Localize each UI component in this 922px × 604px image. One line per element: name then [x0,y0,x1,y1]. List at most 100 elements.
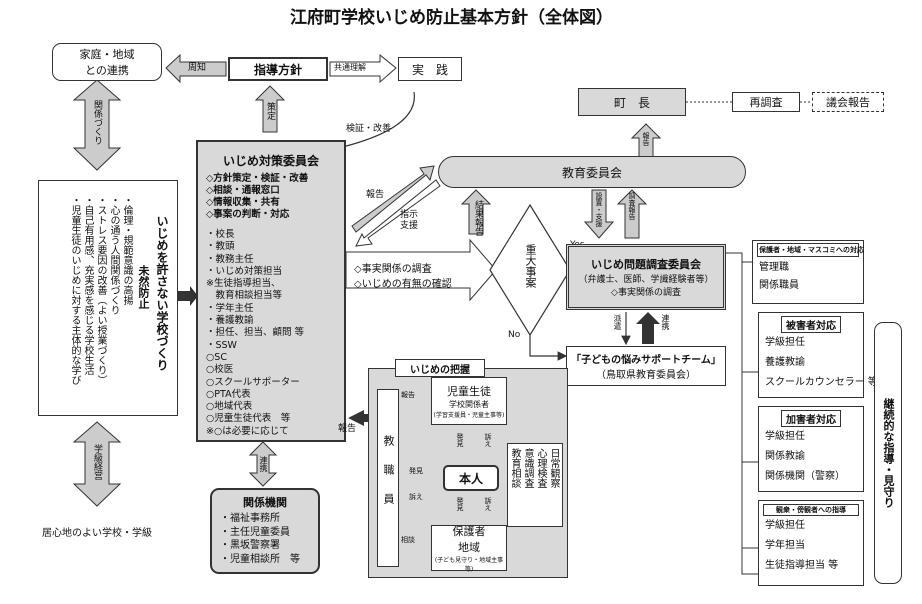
town-head-box: 町 長 [578,88,686,116]
renkei-right-label: 連携 [661,314,670,330]
institution-item: ・黒坂警察署 [220,540,280,551]
observation-method: 教育相談 [509,448,520,488]
institutions-items: ・福祉事務所・主任児童委員・黒坂警察署・児童相談所 等 [220,512,310,566]
jissen-box: 実 践 [398,57,462,81]
arrow-kankei-zukuri [72,79,122,171]
arrow-chosa-hokoku [616,189,648,239]
prevention-heading: いじめを許さない学校づくり [155,215,169,371]
committee-member-item: ・担任、担当、顧問 等 [206,327,305,339]
shido-hoshin-box: 指導方針 [228,57,328,81]
shuchi-label: 周知 [188,63,207,73]
board-of-education-box: 教育委員会 [438,156,746,188]
renkei-label: 連携 [259,456,268,472]
committee-title: いじめ対策委員会 [222,154,319,168]
arrow-gakkyu-keiei [72,421,122,507]
shiji-label: 指示 支援 [400,210,419,231]
detect-hokoku-label: 報告 [401,391,415,399]
students-box: 児童生徒 学校関係者 (学習支援員・児童主事等) [431,377,507,425]
committee-member-item: ○校医 [206,364,234,376]
arrow-shuchi [165,53,227,84]
prevention-sub: 未然防止 [137,265,150,309]
student-self-box: 本人 [443,465,499,491]
committee-member-item: ・いじめ対策担当 [206,265,283,277]
victim-title: 被害者対応 [781,316,841,333]
prevention-items: ・倫理・規範意識の高揚・心の通う人間関係づくり・ストレス要因の改善（よい授業づく… [68,195,133,385]
observation-methods-box: 日常観察心理検査意識調査教育相談 [507,443,563,527]
investigation-sub: （弁護士、医師、学識経験者等） [578,275,714,285]
arrow-hokoku-diag [351,165,435,233]
victim-items: 学級担任養護教諭スクールカウンセラー 等 [765,333,878,393]
committee-duty-item: ◇相談・通報窓口 [206,185,280,196]
bystander-item: 学年担当 [765,540,805,551]
kekka-label: 結果報告 [473,200,483,236]
students-label: 児童生徒 [447,385,491,398]
victim-item: スクールカウンセラー 等 [765,377,878,388]
investigation-title: いじめ問題調査委員会 [591,258,701,271]
haaku-hokoku-label: 報告 [338,424,357,434]
committee-member-item: ・SSW [206,339,237,351]
detection-title: いじめの把握 [395,359,485,377]
continuous-label: 継続的な指導・見守り [882,398,895,508]
method-columns: 日常観察心理検査意識調査教育相談 [508,448,560,488]
arrow-renkei-right [636,312,660,344]
offender-title: 加害者対応 [781,410,841,427]
hakken-label-1: 発見 [456,433,464,447]
community-label: 地域 [458,541,480,554]
institution-item: ・主任児童委員 [220,526,290,538]
committee-member-item: ・教頭 [206,241,235,253]
committee-member-item: 教育相談担当等 [206,290,283,302]
committee-duties: ◇方針策定・検証・改善◇相談・通報窓口◇情報収集・共有◇事案の判断・対応 [206,173,336,221]
investigation-fact: ◇事実関係の調査 [611,288,681,298]
town-hokoku-label: 報告 [642,132,650,146]
fact-check-label: ◇事実関係の調査 [354,264,432,275]
support-team-sub: （鳥取県教育委員会） [596,370,696,381]
committee-members: ・校長・教頭・教務主任・いじめ対策担当※生徒指導担当、 教育相談担当等・学年主任… [206,229,336,438]
committee-member-item: ・学年主任 [206,302,254,314]
kyotsu-label: 共通理解 [334,63,366,72]
bystander-items: 学級担任学年担当生徒指導担当 等 [763,516,859,576]
offender-item: 学級担任 [765,431,805,442]
committee-member-item: ・校長 [206,229,235,240]
committee-member-item: ○SC [206,351,227,363]
arrow-kyotsu [329,53,397,84]
institution-item: ・児童相談所 等 [220,553,300,565]
setchi-label: 設置・支援 [595,192,603,227]
institution-item: ・福祉事務所 [220,513,280,524]
arrow-kensho [328,91,415,153]
prevention-item: ・児童生徒のいじめに対する主体的な学び [69,195,80,385]
staff-column: 教職員 [377,389,399,567]
victim-item: 養護教諭 [765,357,805,368]
media-items: 管理職関係職員 [757,259,859,295]
arrow-shiji-diag [355,179,441,247]
haken-label: 派遣 [613,314,622,330]
prevention-box: いじめを許さない学校づくり 未然防止 ・倫理・規範意識の高揚・心の通う人間関係づ… [38,180,178,416]
institutions-title: 関係機関 [243,496,287,509]
victim-response-box: 被害者対応 学級担任養護教諭スクールカウンセラー 等 [758,312,878,398]
family-line1: 家庭・地域 [79,48,135,61]
support-team-title: 「子どもの悩みサポートチーム」 [571,355,721,366]
victim-item: 学級担任 [765,337,805,348]
committee-member-item: ※生徒指導担当、 [206,278,281,290]
bystander-response-box: 観衆・傍観者への指導 学級担任学年担当生徒指導担当 等 [758,500,864,586]
support-team-box: 「子どもの悩みサポートチーム」 （鳥取県教育委員会） [566,346,726,386]
arrow-setchi [583,189,615,239]
hakken-label-2: 発見 [409,467,423,475]
no-label: No [508,330,521,340]
committee-member-item: ○スクールサポーター [206,376,300,388]
observation-method: 心理検査 [535,448,546,488]
committee-member-item: ○PTA代表 [206,388,251,400]
bullying-detection-panel: いじめの把握 教職員 報告 児童生徒 学校関係者 (学習支援員・児童主事等) 発… [368,359,568,578]
existence-check-label: ◇いじめの有無の確認 [354,279,452,290]
committee-member-item: ・教務主任 [206,253,254,265]
resurvey-box: 再調査 [732,92,800,112]
page-title: 江府町学校いじめ防止基本方針（全体図） [290,8,613,28]
prevention-item: ・ストレス要因の改善（よい授業づくり） [95,195,106,385]
hakken-label-3: 発見 [456,497,464,511]
offender-items: 学級担任関係教諭関係機関（警察） [765,427,857,487]
students-sub: 学校関係者 [449,400,489,409]
committee-duty-item: ◇事案の判断・対応 [206,209,290,220]
related-institutions-box: 関係機関 ・福祉事務所・主任児童委員・黒坂警察署・児童相談所 等 [210,488,320,574]
guardians-box: 保護者 地域 (子ども見守り・地域主事等) [431,525,507,573]
kensho-label: 検証・改善 [346,124,392,134]
